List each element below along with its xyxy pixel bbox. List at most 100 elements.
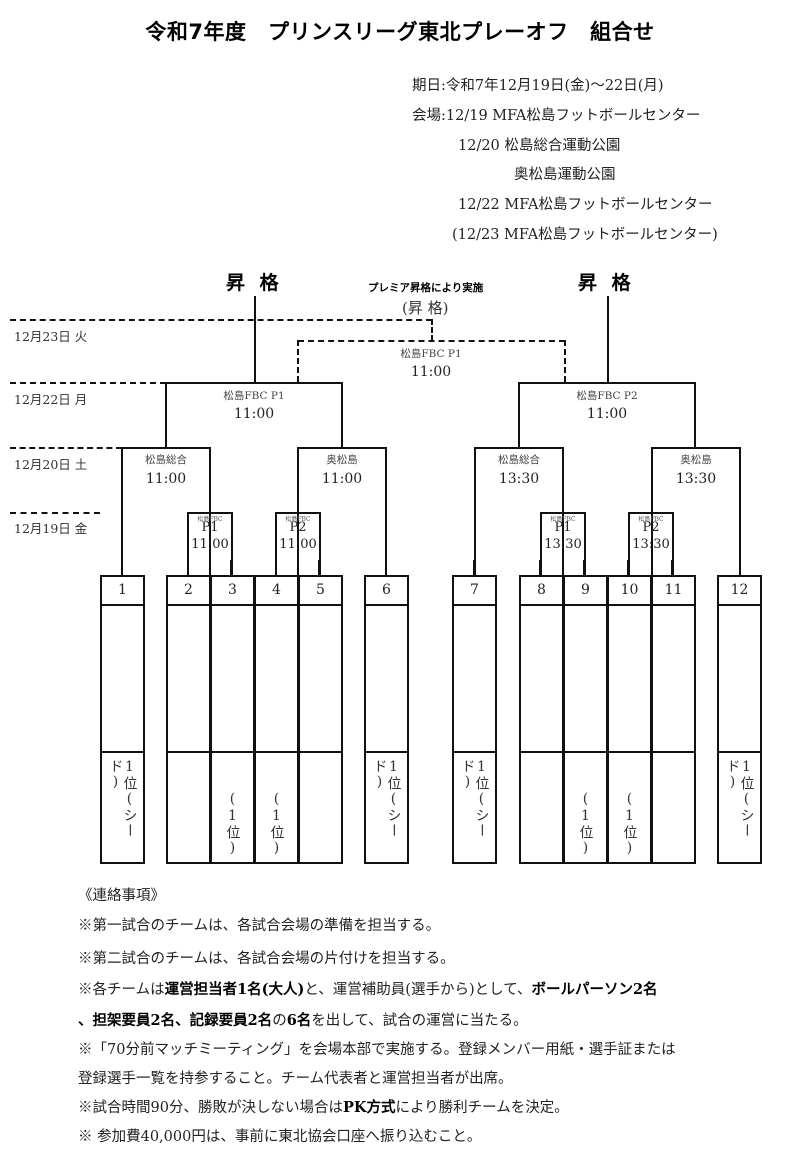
- team-number: 7: [452, 575, 497, 606]
- bracket-stem: [275, 560, 277, 576]
- team-rank: (1位): [224, 791, 241, 857]
- team-name-cell: [452, 604, 497, 753]
- date-divider-23: [10, 319, 432, 321]
- quarter-match-3: [540, 512, 586, 577]
- note-line: 登録選手一覧を持参すること。チーム代表者と運営担当者が出席。: [78, 1071, 513, 1087]
- final-time: 11:00: [586, 406, 628, 422]
- venue-line: 会場:12/19 MFA松島フットボールセンター: [412, 108, 701, 124]
- team-rank-cell: [166, 751, 211, 864]
- team-rank: 1位(シード): [724, 759, 755, 838]
- team-rank-cell: (1位): [563, 751, 608, 864]
- team-number: 1: [100, 575, 145, 606]
- date-divider-20: [10, 447, 122, 449]
- semi-time: 11:00: [321, 471, 363, 487]
- semi-venue: 松島総合: [145, 454, 187, 466]
- team-name-cell: [254, 604, 299, 753]
- note-text: ※試合時間90分、勝敗が決しない場合は: [78, 1100, 343, 1116]
- note-line: 、担架要員2名、記録要員2名の6名を出して、試合の運営に当たる。: [78, 1009, 528, 1030]
- note-text: を出して、試合の運営に当たる。: [311, 1013, 528, 1029]
- quarter-time: 13:30: [544, 537, 582, 552]
- bracket-stem: [671, 560, 673, 576]
- team-name-cell: [364, 604, 409, 753]
- note-text: により勝利チームを決定。: [395, 1100, 569, 1116]
- bracket-stem: [318, 560, 320, 576]
- team-rank: (1位): [621, 791, 638, 857]
- date-label-22: 12月22日 月: [14, 392, 88, 407]
- team-rank-cell: 1位(シード): [717, 751, 762, 864]
- quarter-venue: 松島FBC: [197, 516, 223, 523]
- final-match-left: [165, 382, 343, 448]
- final-venue: 松島FBC P1: [223, 390, 285, 402]
- quarter-venue: 松島FBC: [550, 516, 576, 523]
- bracket-stem: [121, 560, 123, 576]
- bracket-stem: [230, 560, 232, 576]
- date-divider-22: [10, 382, 166, 384]
- team-rank-cell: [651, 751, 696, 864]
- bracket-stem: [627, 560, 629, 576]
- venue-line: 奥松島運動公園: [514, 167, 616, 183]
- bracket-stem: [739, 560, 741, 576]
- premier-promotion-label: (昇 格): [402, 299, 449, 317]
- premier-note: プレミア昇格により実施: [368, 282, 484, 294]
- team-rank-cell: (1位): [607, 751, 652, 864]
- team-number: 11: [651, 575, 696, 606]
- semi-venue: 奥松島: [326, 454, 358, 466]
- team-number: 5: [298, 575, 343, 606]
- team-name-cell: [100, 604, 145, 753]
- promotion-line-left: [254, 296, 256, 383]
- team-number: 12: [717, 575, 762, 606]
- note-line: ※各チームは運営担当者1名(大人)と、運営補助員(選手から)として、ボールパーソ…: [78, 978, 658, 999]
- period-text: 期日:令和7年12月19日(金)～22日(月): [412, 78, 664, 94]
- venue-line: 12/22 MFA松島フットボールセンター: [458, 197, 713, 213]
- team-number: 8: [519, 575, 564, 606]
- quarter-pitch: P1: [201, 520, 219, 535]
- note-bold: 6名: [286, 1012, 312, 1029]
- note-text: と、運営補助員(選手から)として、: [304, 982, 532, 998]
- note-bold: PK方式: [342, 1099, 396, 1116]
- notes-heading: 《連絡事項》: [78, 888, 165, 904]
- quarter-pitch: P2: [289, 520, 307, 535]
- team-name-cell: [607, 604, 652, 753]
- note-line: ※ 参加費40,000円は、事前に東北協会口座へ振り込むこと。: [78, 1129, 482, 1145]
- venue-line: 12/20 松島総合運動公園: [458, 138, 621, 154]
- note-bold: 、: [175, 1012, 190, 1029]
- venue-line: (12/23 MFA松島フットボールセンター): [452, 227, 718, 243]
- team-rank: 1位(シード): [459, 759, 490, 838]
- playoff-bracket-left: [297, 340, 299, 382]
- team-rank-cell: 1位(シード): [100, 751, 145, 864]
- date-label-19: 12月19日 金: [14, 521, 88, 536]
- team-rank-cell: (1位): [210, 751, 255, 864]
- final-match-right: [518, 382, 696, 448]
- semi-time: 13:30: [675, 471, 717, 487]
- bracket-stem: [583, 560, 585, 576]
- quarter-pitch: P1: [554, 520, 572, 535]
- note-bold: 運営担当者1名(大人): [164, 981, 305, 998]
- semi-venue: 松島総合: [498, 454, 540, 466]
- team-name-cell: [717, 604, 762, 753]
- note-bold: ボールパーソン2名: [531, 981, 658, 998]
- note-text: ※各チームは: [78, 982, 165, 998]
- team-rank: (1位): [268, 791, 285, 857]
- team-name-cell: [166, 604, 211, 753]
- quarter-match-4: [628, 512, 674, 577]
- quarter-venue: 松島FBC: [285, 516, 311, 523]
- note-bold: 記録要員2名: [189, 1012, 273, 1029]
- bracket-stem: [539, 560, 541, 576]
- note-line: ※試合時間90分、勝敗が決しない場合はPK方式により勝利チームを決定。: [78, 1096, 569, 1117]
- note-line: ※第二試合のチームは、各試合会場の片付けを担当する。: [78, 951, 455, 967]
- semi-time: 13:30: [498, 471, 540, 487]
- promotion-line-right: [607, 296, 609, 383]
- team-rank-cell: 1位(シード): [452, 751, 497, 864]
- playoff-venue: 松島FBC P1: [400, 348, 462, 360]
- team-name-cell: [210, 604, 255, 753]
- note-line: ※第一試合のチームは、各試合会場の準備を担当する。: [78, 918, 441, 934]
- quarter-time: 11:00: [279, 537, 317, 552]
- promotion-label-left: 昇 格: [226, 272, 283, 294]
- page-title: 令和7年度 プリンスリーグ東北プレーオフ 組合せ: [145, 20, 655, 44]
- date-divider-19: [10, 512, 100, 514]
- team-rank: (1位): [577, 791, 594, 857]
- team-name-cell: [298, 604, 343, 753]
- team-number: 2: [166, 575, 211, 606]
- team-rank-cell: (1位): [254, 751, 299, 864]
- team-number: 9: [563, 575, 608, 606]
